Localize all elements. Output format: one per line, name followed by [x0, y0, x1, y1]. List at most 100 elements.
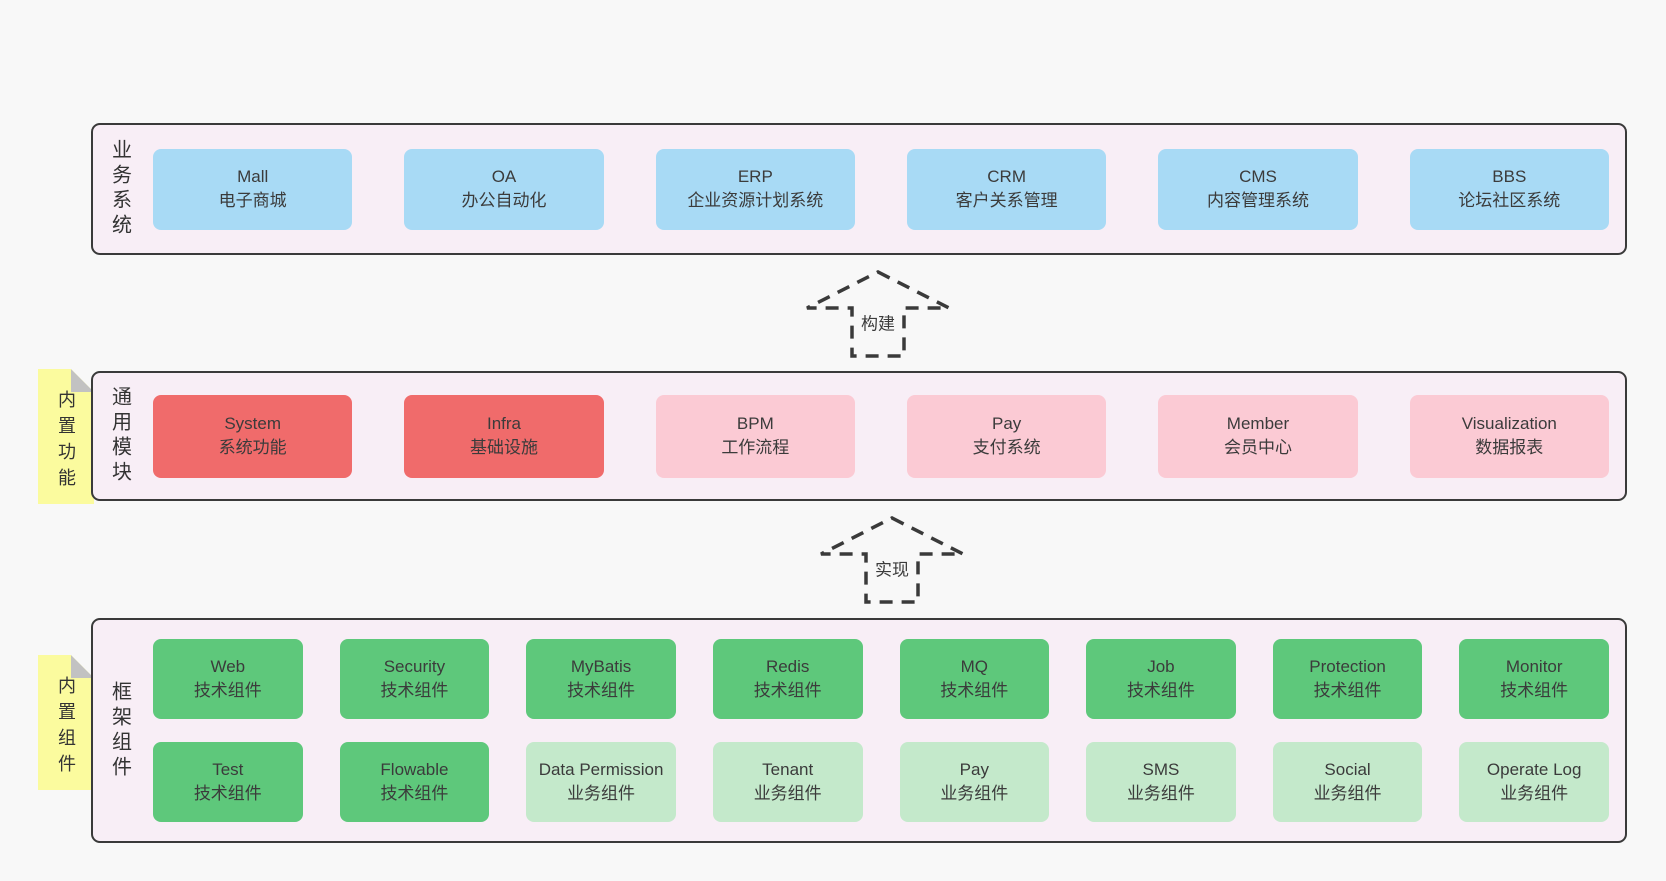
- box-erp: ERP 企业资源计划系统: [655, 148, 855, 230]
- box-subtitle: 电子商城: [218, 191, 287, 210]
- box-title: Infra: [486, 413, 521, 433]
- box-title: Visualization: [1461, 413, 1557, 433]
- box-subtitle: 业务组件: [753, 784, 822, 803]
- box-title: BBS: [1492, 166, 1527, 186]
- box-title: Security: [383, 656, 446, 676]
- box-redis: Redis 技术组件: [712, 639, 863, 719]
- box-title: System: [224, 413, 281, 433]
- sticky-note-builtin-components: 内置组件: [38, 655, 94, 790]
- box-infra: Infra 基础设施: [404, 394, 604, 478]
- box-subtitle: 业务组件: [1313, 784, 1382, 803]
- note-label: 内置组件: [56, 675, 76, 780]
- box-pay: Pay 业务组件: [899, 742, 1050, 822]
- box-subtitle: 支付系统: [972, 438, 1041, 457]
- box-title: BPM: [736, 413, 774, 433]
- box-subtitle: 办公自动化: [461, 191, 547, 210]
- layer-title: 框架组件: [108, 680, 131, 781]
- box-system: System 系统功能: [153, 394, 353, 478]
- box-subtitle: 客户关系管理: [955, 191, 1058, 210]
- box-subtitle: 内容管理系统: [1206, 191, 1309, 210]
- box-social: Social 业务组件: [1272, 742, 1423, 822]
- box-subtitle: 技术组件: [1313, 681, 1382, 700]
- box-title: Operate Log: [1486, 759, 1582, 779]
- layer-common-modules: 通用模块 System 系统功能 Infra 基础设施 BPM 工作流程 Pay 支付系统 Me…: [91, 371, 1627, 501]
- box-title: CMS: [1239, 166, 1277, 186]
- box-subtitle: 业务组件: [1500, 784, 1569, 803]
- note-label: 内置功能: [56, 389, 76, 494]
- arrow-implement: 实现: [817, 514, 967, 606]
- box-monitor: Monitor 技术组件: [1459, 639, 1609, 719]
- box-subtitle: 工作流程: [721, 438, 790, 457]
- box-title: MyBatis: [570, 656, 632, 676]
- box-test: Test 技术组件: [153, 742, 303, 822]
- box-pay: Pay 支付系统: [906, 394, 1107, 478]
- box-title: Web: [210, 656, 246, 676]
- box-subtitle: 技术组件: [753, 681, 822, 700]
- box-subtitle: 系统功能: [218, 438, 287, 457]
- box-title: SMS: [1142, 759, 1180, 779]
- box-mall: Mall 电子商城: [153, 148, 353, 230]
- box-subtitle: 企业资源计划系统: [687, 191, 824, 210]
- box-data-permission: Data Permission 业务组件: [526, 742, 676, 822]
- arrow-label: 构建: [855, 306, 901, 338]
- box-title: MQ: [960, 656, 988, 676]
- box-title: OA: [491, 166, 517, 186]
- box-oa: OA 办公自动化: [404, 148, 604, 230]
- box-title: Monitor: [1505, 656, 1563, 676]
- layer-title: 业务系统: [108, 139, 131, 239]
- box-title: ERP: [737, 166, 773, 186]
- box-title: Pay: [959, 759, 989, 779]
- arrow-build: 构建: [803, 268, 953, 360]
- box-title: Test: [212, 759, 244, 779]
- box-subtitle: 业务组件: [567, 784, 636, 803]
- box-subtitle: 技术组件: [1126, 681, 1195, 700]
- box-subtitle: 技术组件: [193, 681, 262, 700]
- box-protection: Protection 技术组件: [1272, 639, 1423, 719]
- box-row: System 系统功能 Infra 基础设施 BPM 工作流程 Pay 支付系统 Member 会…: [153, 394, 1609, 478]
- box-subtitle: 技术组件: [193, 784, 262, 803]
- box-subtitle: 数据报表: [1475, 438, 1544, 457]
- layer-title: 通用模块: [108, 386, 131, 486]
- box-flowable: Flowable 技术组件: [339, 742, 490, 822]
- box-title: Mall: [237, 166, 269, 186]
- box-title: Flowable: [380, 759, 449, 779]
- box-title: Member: [1226, 413, 1290, 433]
- box-title: Job: [1147, 656, 1175, 676]
- box-cms: CMS 内容管理系统: [1158, 148, 1358, 230]
- layer-boxes: System 系统功能 Infra 基础设施 BPM 工作流程 Pay 支付系统 Member 会…: [147, 373, 1625, 499]
- box-bpm: BPM 工作流程: [655, 394, 855, 478]
- box-web: Web 技术组件: [153, 639, 303, 719]
- box-title: Data Permission: [538, 759, 664, 779]
- box-title: Protection: [1309, 656, 1386, 676]
- box-member: Member 会员中心: [1158, 394, 1358, 478]
- box-subtitle: 技术组件: [380, 784, 449, 803]
- sticky-note-builtin-functions: 内置功能: [38, 369, 94, 504]
- box-subtitle: 业务组件: [940, 784, 1009, 803]
- box-subtitle: 技术组件: [940, 681, 1009, 700]
- dashed-up-arrow-icon: [806, 270, 950, 358]
- box-title: Redis: [765, 656, 810, 676]
- box-title: Social: [1324, 759, 1371, 779]
- box-subtitle: 技术组件: [567, 681, 636, 700]
- box-subtitle: 技术组件: [380, 681, 449, 700]
- box-subtitle: 技术组件: [1500, 681, 1569, 700]
- box-subtitle: 基础设施: [469, 438, 538, 457]
- box-mq: MQ 技术组件: [899, 639, 1050, 719]
- box-security: Security 技术组件: [339, 639, 490, 719]
- box-title: Pay: [992, 413, 1022, 433]
- box-job: Job 技术组件: [1086, 639, 1236, 719]
- box-subtitle: 会员中心: [1223, 438, 1292, 457]
- dashed-up-arrow-icon: [820, 516, 964, 604]
- arrow-label: 实现: [869, 552, 915, 584]
